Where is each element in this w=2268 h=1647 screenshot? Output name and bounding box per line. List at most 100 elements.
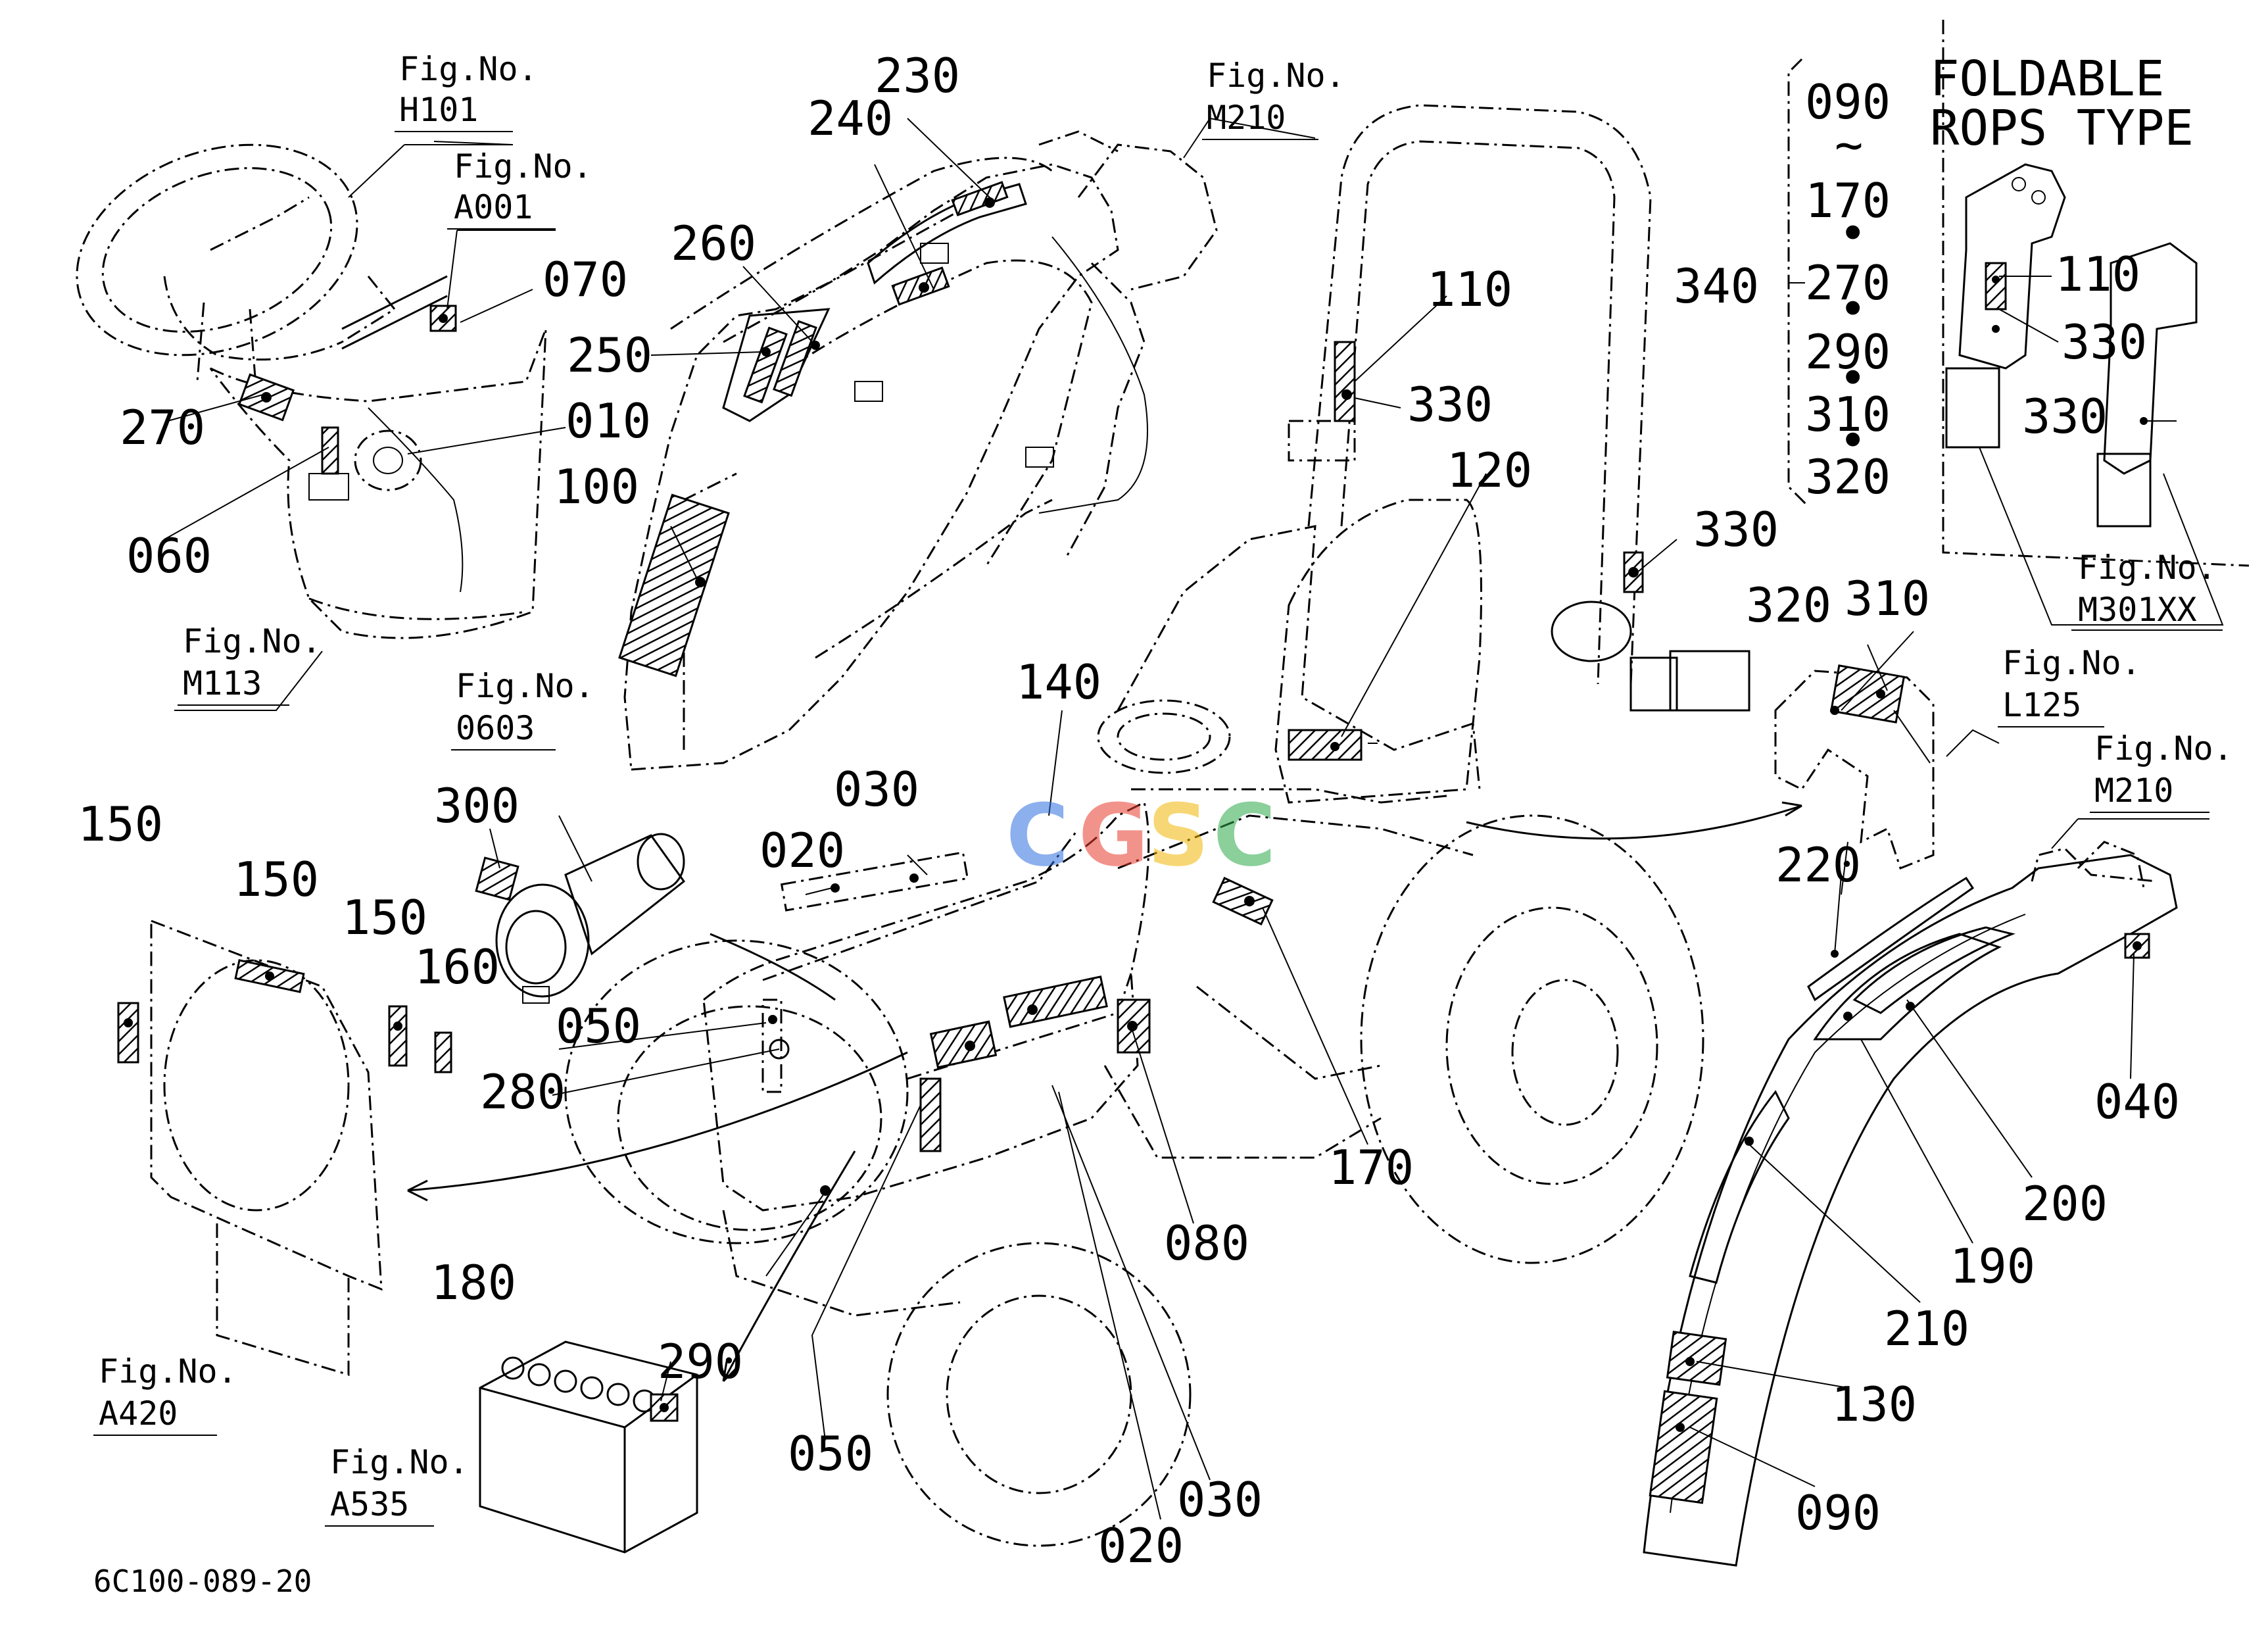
svg-text:Fig.No.: Fig.No. [2002, 644, 2141, 682]
part-label-230: 230 [875, 48, 960, 103]
svg-text:Fig.No.: Fig.No. [399, 50, 538, 88]
rops-list-item: ~ [1835, 117, 1863, 172]
svg-text:A001: A001 [454, 188, 533, 226]
rops-title-line1: FOLDABLE [1930, 51, 2164, 107]
svg-text:M210: M210 [2094, 772, 2173, 810]
svg-text:H101: H101 [399, 91, 478, 129]
part-label-270: 270 [120, 400, 205, 455]
fig-ref-l125: Fig.No. L125 [1998, 644, 2141, 727]
svg-text:Fig.No.: Fig.No. [183, 622, 322, 660]
svg-text:M210: M210 [1207, 99, 1286, 137]
foldable-rops-drawing [1942, 20, 2250, 567]
part-label-010: 010 [566, 393, 651, 449]
rops-list-item: 270 [1805, 255, 1891, 310]
part-label-170: 170 [1328, 1140, 1414, 1195]
part-label-240: 240 [808, 91, 893, 146]
svg-text:M113: M113 [183, 664, 262, 702]
watermark-letter: C [1213, 785, 1276, 885]
watermark-letter: C [1006, 785, 1069, 885]
rops-list-bracket [1787, 58, 1810, 508]
svg-text:Fig.No.: Fig.No. [456, 667, 594, 705]
fig-ref-h101: Fig.No. H101 [395, 50, 538, 132]
watermark-logo: C G S C [1006, 785, 1276, 885]
rops-list-item: 290 [1805, 324, 1891, 380]
part-label-150-c: 150 [342, 890, 427, 945]
part-label-160: 160 [414, 939, 500, 995]
fig-ref-m210-top: Fig.No. M210 [1202, 57, 1345, 140]
fig-ref-a535: Fig.No. A535 [325, 1443, 469, 1527]
part-label-020-bottom: 020 [1098, 1518, 1184, 1573]
rops-list-item: 320 [1805, 449, 1891, 504]
svg-text:Fig.No.: Fig.No. [454, 147, 592, 185]
rops-list-item: • [1839, 413, 1867, 468]
part-label-120: 120 [1447, 443, 1532, 498]
svg-text:Fig.No.: Fig.No. [1207, 57, 1345, 95]
fig-ref-a420: Fig.No. A420 [93, 1352, 237, 1436]
part-callouts: 070 270 010 060 230 240 260 250 100 110 … [78, 48, 2180, 1573]
svg-text:Fig.No.: Fig.No. [330, 1443, 469, 1481]
svg-text:A420: A420 [99, 1394, 178, 1433]
rops-title-line2: ROPS TYPE [1930, 100, 2194, 157]
part-label-330-rops: 330 [1693, 502, 1779, 557]
rops-bracket-label: 340 [1674, 258, 1759, 314]
part-label-300: 300 [434, 778, 519, 833]
rops-bracket-list: 090 ~ 170 • 270 • 290 • 310 • 320 [1805, 74, 1891, 504]
part-label-150-a: 150 [78, 797, 163, 852]
part-label-200: 200 [2022, 1176, 2108, 1231]
part-label-060: 060 [126, 528, 212, 583]
part-label-320: 320 [1746, 578, 1831, 633]
part-label-210: 210 [1884, 1301, 1969, 1356]
part-label-030-top: 030 [834, 762, 919, 817]
watermark-letter: S [1147, 785, 1209, 885]
svg-text:Fig.No.: Fig.No. [2094, 729, 2233, 768]
instrument-panel-drawing [618, 130, 1218, 771]
callout-arrows [407, 801, 1802, 1383]
part-label-080: 080 [1164, 1216, 1249, 1271]
rops-list-item: 090 [1805, 74, 1891, 130]
part-label-130: 130 [1831, 1377, 1917, 1432]
rops-list-item: • [1839, 206, 1867, 261]
part-label-110-main: 110 [1427, 262, 1512, 317]
part-label-040: 040 [2094, 1074, 2180, 1129]
fender-drawing [1643, 841, 2178, 1567]
part-label-290: 290 [658, 1334, 743, 1389]
part-label-190: 190 [1950, 1239, 2035, 1294]
battery-drawing [479, 1340, 698, 1554]
part-label-180: 180 [431, 1255, 516, 1310]
part-label-310: 310 [1845, 571, 1930, 626]
fig-ref-m113: Fig.No. M113 [178, 622, 322, 706]
rops-list-item: 170 [1805, 173, 1891, 228]
part-label-090: 090 [1795, 1485, 1881, 1540]
part-label-330-fold-b: 330 [2022, 389, 2108, 444]
rops-hinge-drawing [1774, 664, 1935, 870]
fig-ref-a001: Fig.No. A001 [447, 147, 592, 230]
part-label-100: 100 [554, 459, 639, 514]
fig-ref-m210-right: Fig.No. M210 [2090, 729, 2233, 813]
leader-lines [164, 118, 2224, 1520]
svg-text:M301XX: M301XX [2078, 591, 2197, 629]
svg-text:A535: A535 [330, 1485, 409, 1523]
drawing-code: 6C100-089-20 [93, 1563, 312, 1599]
part-label-070: 070 [543, 252, 628, 307]
radiator-shroud-drawing [117, 919, 452, 1377]
part-label-030-bottom: 030 [1177, 1472, 1263, 1527]
part-label-280: 280 [480, 1064, 566, 1119]
fig-ref-0603: Fig.No. 0603 [451, 667, 594, 750]
part-label-260: 260 [671, 216, 756, 271]
part-label-020-top: 020 [760, 823, 845, 878]
rops-list-item: 310 [1805, 387, 1891, 442]
part-label-110-fold: 110 [2055, 247, 2140, 302]
svg-text:Fig.No.: Fig.No. [2078, 549, 2217, 587]
part-label-330-main: 330 [1407, 377, 1493, 432]
steering-assembly-drawing [76, 143, 547, 639]
fig-ref-m301xx: Fig.No. M301XX [2071, 549, 2223, 631]
part-label-050-top: 050 [556, 998, 641, 1054]
svg-text:L125: L125 [2002, 686, 2081, 724]
air-cleaner-drawing [475, 833, 686, 1004]
part-label-220: 220 [1775, 837, 1861, 893]
svg-text:Fig.No.: Fig.No. [99, 1352, 237, 1390]
part-label-330-fold-a: 330 [2062, 314, 2147, 370]
watermark-letter: G [1078, 785, 1149, 885]
part-label-140: 140 [1016, 654, 1101, 710]
